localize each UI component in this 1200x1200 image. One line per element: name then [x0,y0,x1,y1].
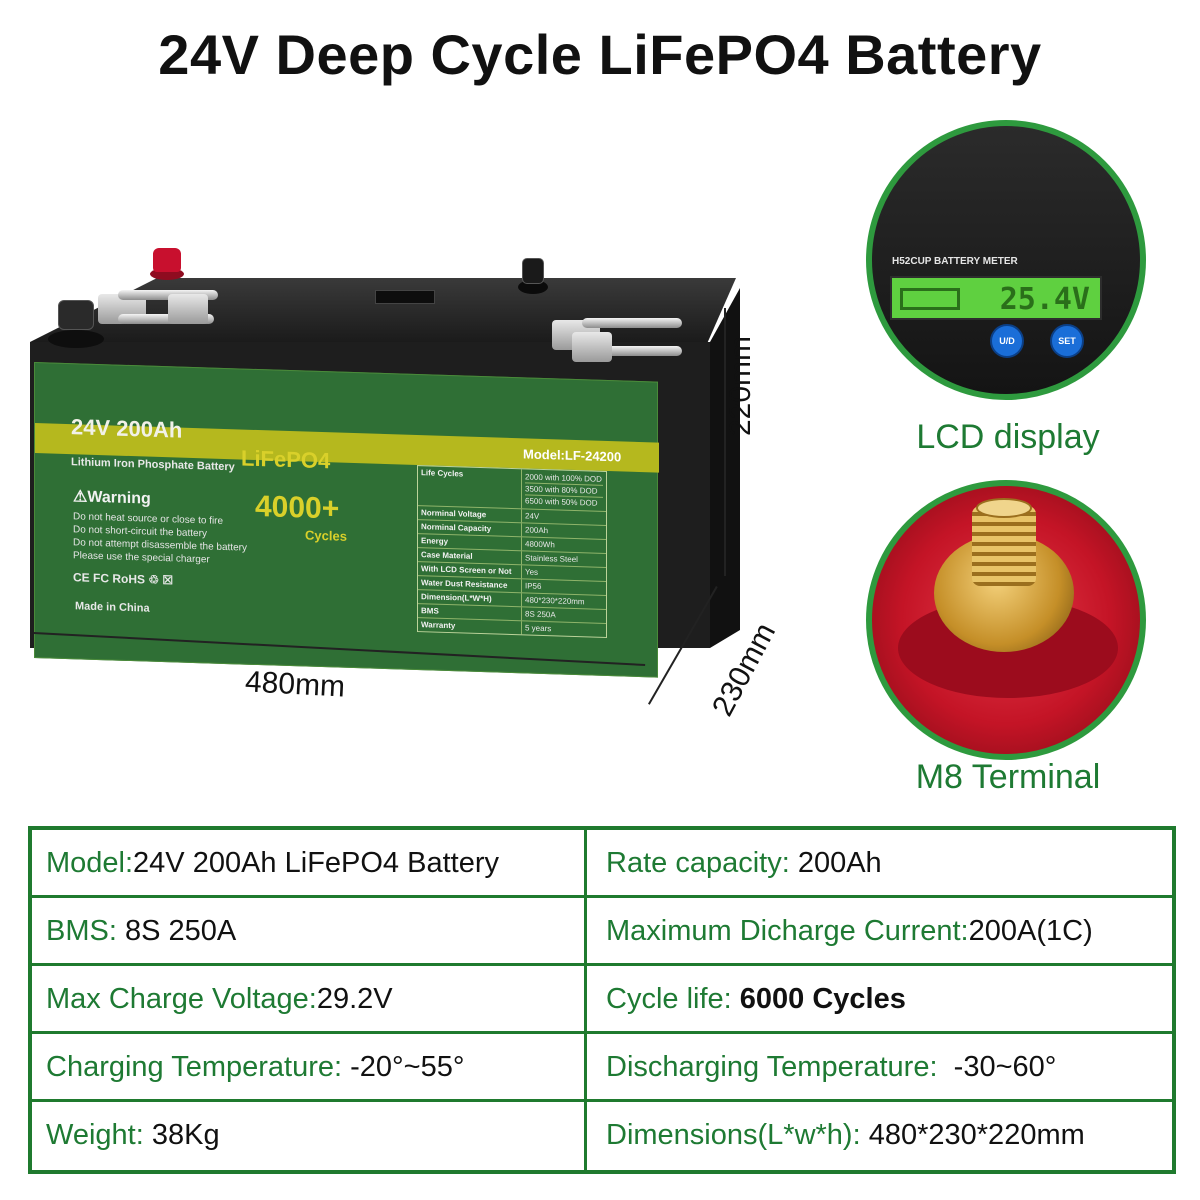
table-cell: Discharging Temperature: -30~60° [606,1034,1056,1100]
label-warning-lines: Do not heat source or close to fire Do n… [73,510,247,567]
spec-label: Max Charge Voltage: [46,982,317,1015]
terminal-inset [866,480,1146,760]
table-cell: Cycle life: 6000 Cycles [606,966,906,1032]
table-row: Model:24V 200Ah LiFePO4 Battery Rate cap… [32,830,1172,898]
terminal-bolt-icon [972,506,1036,586]
label-chemistry: LiFePO4 [241,445,331,474]
spec-value: Stainless Steel [525,553,578,565]
spec-key: Warranty [418,618,522,635]
terminal-bolt-head [976,498,1032,518]
spec-value: 480*230*220mm [868,1118,1085,1151]
table-row: BMS: 8S 250A Maximum Dicharge Current:20… [32,898,1172,966]
table-cell: Maximum Dicharge Current:200A(1C) [606,898,1093,964]
spec-value: 8S 250A [525,609,556,620]
usb-port-icon [518,258,548,306]
spec-label: Cycle life: [606,982,732,1015]
spec-value: 8S 250A [124,914,237,947]
handle-right-icon [552,316,692,362]
lcd-caption: LCD display [916,418,1100,456]
spec-label: BMS: [46,914,117,947]
lcd-inset: H52CUP BATTERY METER 25.4V U/D SET [866,120,1146,400]
table-row: Max Charge Voltage:29.2V Cycle life: 600… [32,966,1172,1034]
model-tag: Model:LF-24200 [523,446,622,465]
spec-value: 24V 200Ah LiFePO4 Battery [133,846,499,879]
spec-label: Weight: [46,1118,144,1151]
spec-value: 29.2V [316,982,393,1015]
handle-left-icon [98,286,228,332]
dimension-line-height [724,308,726,576]
spec-table: Model:24V 200Ah LiFePO4 Battery Rate cap… [28,826,1176,1174]
spec-value: 38Kg [151,1118,220,1151]
meter-label: H52CUP BATTERY METER [892,256,1018,267]
negative-terminal-base [48,330,104,348]
certification-marks: CE FC RoHS ♲ ☒ [73,570,174,588]
table-cell: BMS: 8S 250A [46,898,236,964]
ud-button: U/D [990,324,1024,358]
spec-value: 200Ah [525,525,549,536]
terminal-caption: M8 Terminal [915,758,1101,796]
lcd-screen: 25.4V [890,276,1102,320]
spec-label: Charging Temperature: [46,1050,343,1083]
spec-value: 6000 Cycles [739,982,906,1015]
table-row: Weight: 38Kg Dimensions(L*w*h): 480*230*… [32,1102,1172,1170]
battery-top-surface [30,278,736,342]
dimension-height-label: 220mm [724,335,757,436]
table-cell: Charging Temperature: -20°~55° [46,1034,464,1100]
spec-value: 4800Wh [525,539,555,550]
spec-value: -30~60° [953,1050,1057,1083]
spec-value: -20°~55° [350,1050,465,1083]
made-in-label: Made in China [75,600,150,615]
label-voltage-capacity: 24V 200Ah [71,414,183,443]
table-cell: Dimensions(L*w*h): 480*230*220mm [606,1102,1085,1168]
spec-value: 200Ah [797,846,882,879]
set-button: SET [1050,324,1084,358]
spec-value: IP56 [525,581,542,591]
battery-front-label: Model:LF-24200 24V 200Ah LiFePO4 Lithium… [34,362,659,678]
lcd-reading: 25.4V [999,282,1090,317]
lid-plate [375,290,435,304]
spec-label: Dimensions(L*w*h): [606,1118,861,1151]
table-row: Charging Temperature: -20°~55° Dischargi… [32,1034,1172,1102]
label-cycles-word: Cycles [305,527,347,544]
spec-label: Rate capacity: [606,846,790,879]
spec-label: Maximum Dicharge Current: [606,914,969,947]
page-title: 24V Deep Cycle LiFePO4 Battery [158,23,1042,86]
spec-value: 5 years [525,623,552,634]
table-cell: Model:24V 200Ah LiFePO4 Battery [46,830,499,896]
spec-key: Life Cycles [418,466,522,509]
spec-value: 24V [525,511,540,521]
label-cycles-number: 4000+ [255,489,340,526]
spec-value: 200A(1C) [968,914,1093,947]
label-warning-title: ⚠Warning [73,488,151,508]
table-cell: Weight: 38Kg [46,1102,220,1168]
table-cell: Rate capacity: 200Ah [606,830,882,896]
spec-row: Life Cycles 2000 with 100% DOD 3500 with… [418,466,606,512]
dimension-length-label: 480mm [244,665,346,704]
label-subtitle: Lithium Iron Phosphate Battery [71,456,235,474]
spec-value: Yes [525,567,539,577]
label-spec-table: Life Cycles 2000 with 100% DOD 3500 with… [417,465,607,639]
battery-level-icon [900,288,960,310]
spec-value: 480*230*220mm [525,595,585,607]
positive-terminal-icon [150,248,184,288]
spec-label: Model: [46,846,134,879]
table-cell: Max Charge Voltage:29.2V [46,966,393,1032]
table-divider [584,830,587,1170]
spec-value: 6500 with 50% DOD [525,496,598,508]
negative-terminal-icon [58,300,94,330]
spec-label: Discharging Temperature: [606,1050,938,1083]
